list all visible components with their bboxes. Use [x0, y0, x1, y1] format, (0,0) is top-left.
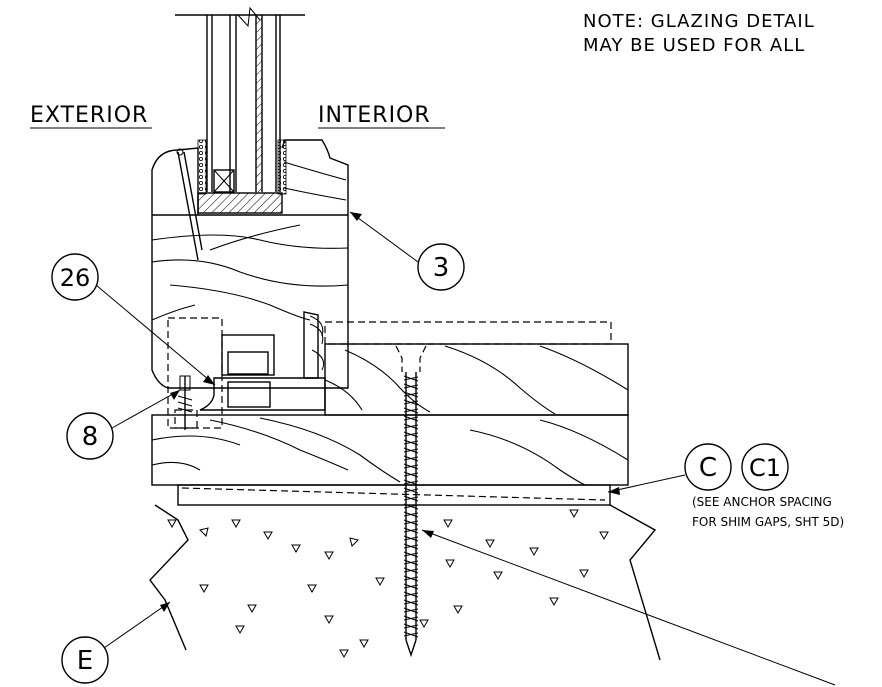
note-line-2: MAY BE USED FOR ALL: [583, 35, 805, 56]
svg-text:E: E: [77, 646, 93, 676]
anchor-screw: [395, 345, 427, 658]
callout-26: 26: [51, 253, 216, 386]
svg-text:C1: C1: [749, 454, 781, 482]
shim: [177, 484, 611, 506]
callout-c: C: [607, 443, 732, 495]
see-note-line-1: (SEE ANCHOR SPACING: [692, 495, 832, 509]
interior-label: INTERIOR: [318, 103, 431, 128]
svg-text:8: 8: [82, 422, 99, 452]
frame-sill: [151, 414, 629, 486]
glazing-unit: [175, 6, 305, 214]
pile-screw: [174, 375, 198, 430]
nail: [176, 148, 203, 261]
hardware: [167, 311, 326, 429]
see-note-line-2: FOR SHIM GAPS, SHT 5D): [692, 515, 844, 529]
svg-text:C: C: [699, 453, 717, 483]
callout-8: 8: [66, 389, 181, 460]
svg-text:26: 26: [60, 264, 91, 292]
interior-extension: [324, 321, 629, 416]
callout-c1: C1: [741, 443, 789, 491]
callout-e: E: [61, 601, 171, 684]
exterior-label: EXTERIOR: [30, 103, 148, 128]
svg-text:3: 3: [433, 253, 450, 283]
callout-3: 3: [349, 211, 465, 291]
note-line-1: NOTE: GLAZING DETAIL: [583, 11, 815, 32]
screw-leader: [421, 529, 836, 686]
concrete-substrate: [149, 504, 661, 661]
